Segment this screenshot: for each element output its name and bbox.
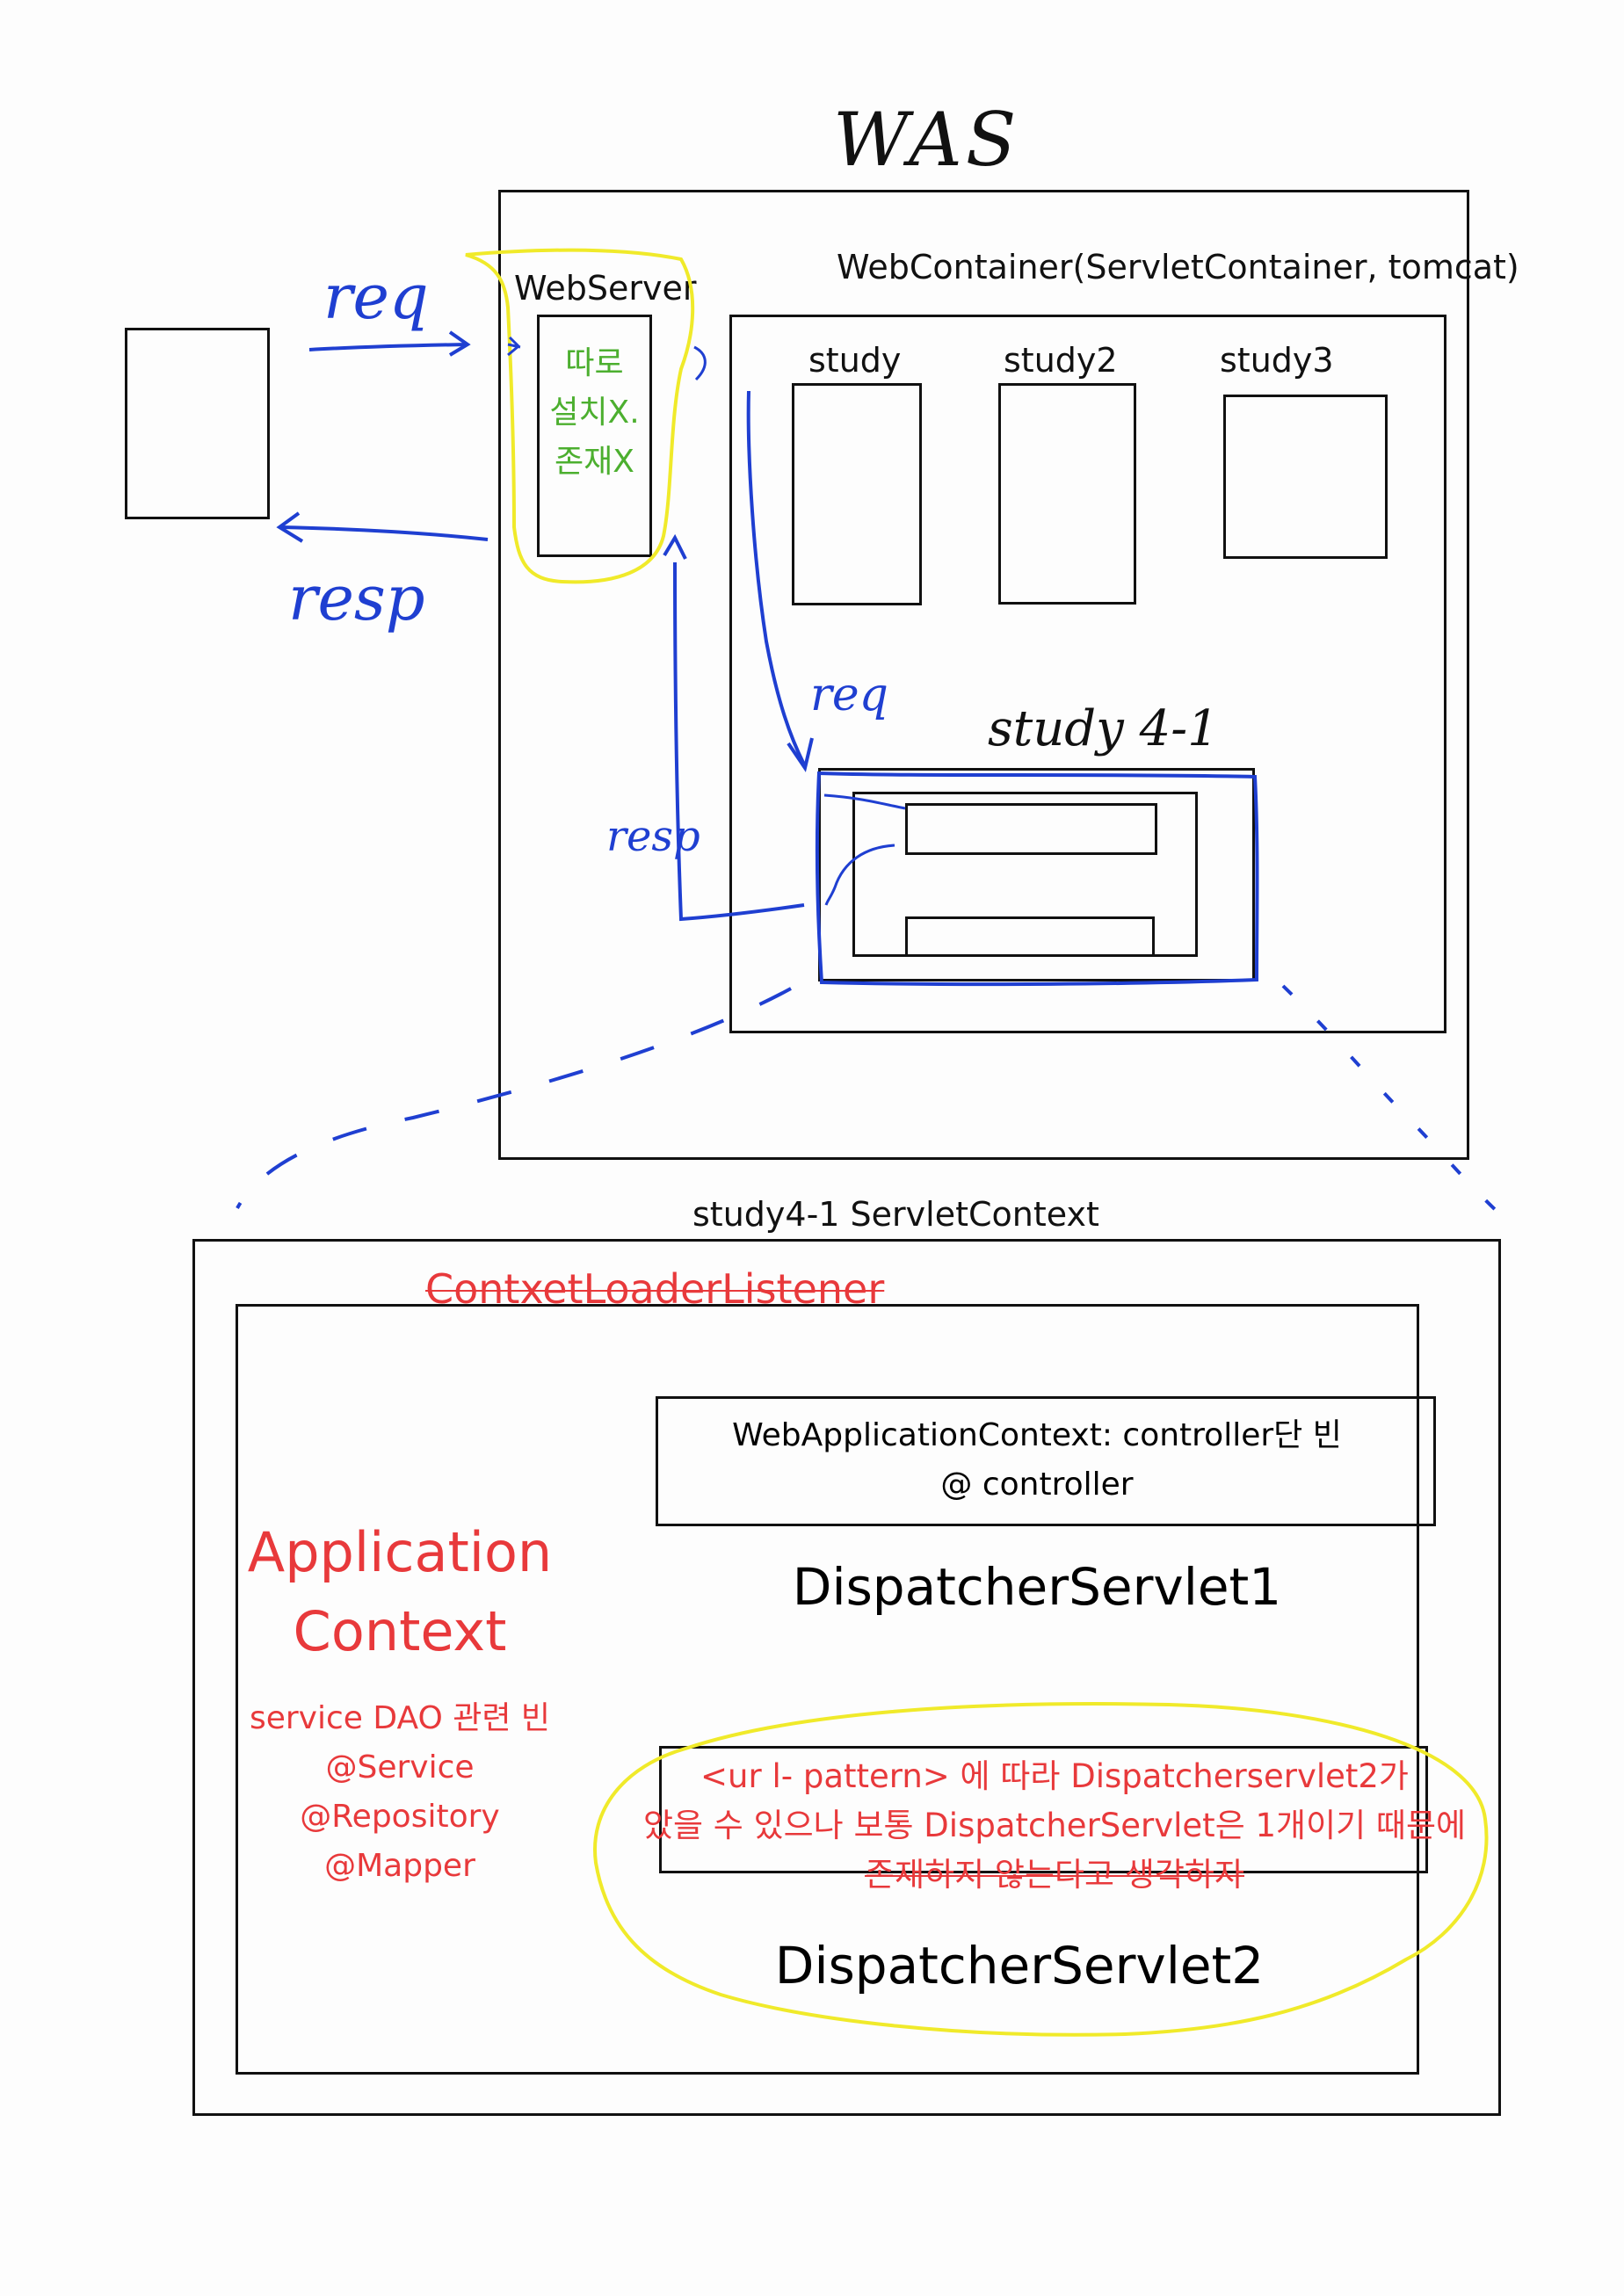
servlet-context-label: study4-1 ServletContext — [692, 1195, 1099, 1234]
arrow-req — [308, 343, 467, 351]
web-app-context-text: WebApplicationContext: controller단 빈 @ c… — [656, 1411, 1418, 1510]
app-context-title: Application Context — [237, 1513, 562, 1671]
app-context-note: @Service — [325, 1749, 475, 1785]
req-label: req — [323, 261, 429, 333]
app-label-study: study — [808, 341, 902, 380]
app-box-study — [792, 383, 922, 605]
dispatcher-servlet-2: DispatcherServlet2 — [774, 1936, 1265, 1995]
dispatcher-servlet-1: DispatcherServlet1 — [792, 1557, 1282, 1617]
was-title: WAS — [833, 97, 1020, 183]
web-app-context-box — [656, 1396, 1436, 1526]
url-pattern-note-line: <ur l- pattern> 에 따라 Dispatcherservlet2가 — [700, 1757, 1409, 1795]
app-context-note: service DAO 관련 빈 — [249, 1700, 551, 1736]
app-context-note: @Mapper — [324, 1848, 475, 1884]
app-context-title-line: Application — [247, 1520, 553, 1584]
web-server-note-line: 설치X. — [549, 395, 640, 431]
arrow-resp — [280, 525, 489, 541]
web-server-note: 따로 설치X. 존재X — [537, 339, 652, 487]
app-label-study2: study2 — [1004, 341, 1118, 380]
was-box — [498, 190, 1469, 1160]
url-pattern-note: <ur l- pattern> 에 따라 Dispatcherservlet2가… — [598, 1752, 1512, 1900]
app-context-note: @Repository — [300, 1799, 500, 1835]
app-box-study3 — [1223, 395, 1388, 559]
web-container-label: WebContainer(ServletContainer, tomcat) — [837, 248, 1519, 286]
client-box — [125, 328, 270, 519]
servlet-context-box — [192, 1239, 1501, 2116]
study4-1-servlet-top — [905, 803, 1157, 855]
url-pattern-note-line: 았을 수 있으나 보통 DispatcherServlet은 1개이기 때문에 — [642, 1807, 1467, 1844]
web-app-context-line: WebApplicationContext: controller단 빈 — [732, 1417, 1342, 1453]
web-server-note-line: 존재X — [555, 444, 634, 480]
listener-box — [236, 1304, 1419, 2075]
web-app-context-line: @ controller — [940, 1467, 1134, 1503]
listener-label: ContxetLoaderListener — [425, 1265, 885, 1313]
web-server-note-line: 따로 — [565, 345, 624, 381]
app-box-study2 — [998, 383, 1136, 605]
resp-label: resp — [288, 562, 425, 634]
app-context-notes: service DAO 관련 빈 @Service @Repository @M… — [237, 1694, 562, 1891]
study4-1-servlet-bottom — [905, 916, 1155, 957]
app-context-title-line: Context — [293, 1599, 507, 1663]
url-pattern-note-line: 존재하지 않는다고 생각하자 — [864, 1856, 1244, 1894]
app-label-study3: study3 — [1220, 341, 1334, 380]
web-server-label: WebServer — [514, 269, 697, 308]
